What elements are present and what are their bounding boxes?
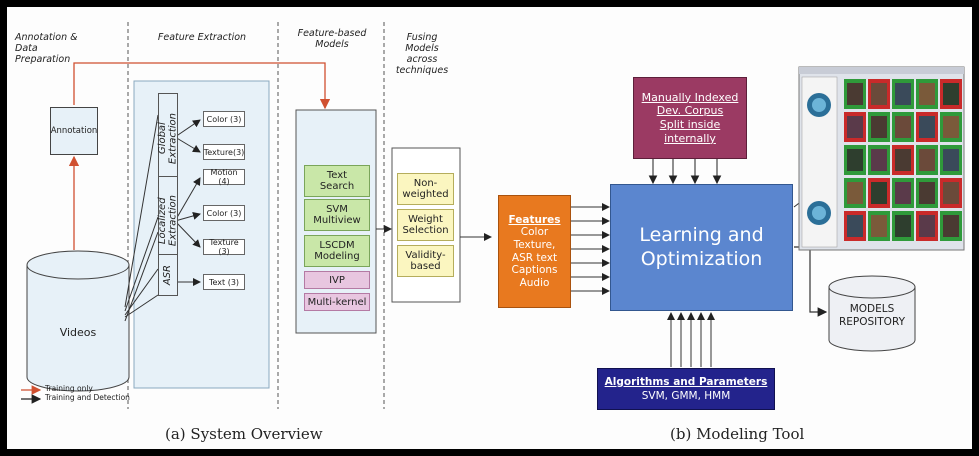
feature-color: Color [520, 226, 549, 239]
learning-optimization-label: Learning and Optimization [639, 223, 764, 270]
asr-box: ASR [158, 254, 178, 296]
corpus-box: Manually Indexed Dev. Corpus Split insid… [633, 77, 747, 159]
diagram-canvas: Annotation & Data Preparation Feature Ex… [7, 7, 972, 449]
model-ivp: IVP [304, 271, 370, 289]
thumbnail-image [871, 83, 887, 105]
thumbnail-image [943, 215, 959, 237]
diagram-graphics [21, 22, 965, 409]
localized-extraction-label: Localized Extraction [156, 195, 179, 247]
thumbnail-image [895, 83, 911, 105]
thumbnail-image [943, 149, 959, 171]
corpus-line-1: Manually Indexed [641, 90, 739, 104]
legend-training-only: Training only [45, 384, 93, 393]
model-lscdm: LSCDM Modeling [304, 235, 370, 267]
asr-label: ASR [161, 264, 173, 286]
thumbnail-image [847, 215, 863, 237]
header-feature-models: Feature-based Models [297, 28, 367, 50]
learning-optimization-box: Learning and Optimization [610, 184, 793, 311]
corpus-line-2: Dev. Corpus [656, 104, 724, 118]
thumbnail-image [919, 116, 935, 138]
feature-asr-text: Text (3) [203, 274, 245, 290]
thumbnail-image [919, 83, 935, 105]
thumbnail-image [919, 149, 935, 171]
annotation-up-line [73, 62, 331, 110]
feature-localized-color: Color (3) [203, 205, 245, 221]
fusion-non-weighted: Non- weighted [397, 173, 454, 205]
thumbnail-image [871, 182, 887, 204]
thumbnail-image [895, 182, 911, 204]
model-svm-multiview: SVM Multiview [304, 199, 370, 231]
thumbnail-image [871, 116, 887, 138]
thumbnail-image [895, 215, 911, 237]
header-feature-extraction: Feature Extraction [157, 32, 247, 43]
thumbnail-image [919, 182, 935, 204]
videos-cylinder [26, 250, 130, 392]
corpus-line-3: Split inside internally [659, 118, 721, 145]
thumbnail-image [895, 116, 911, 138]
videos-label: Videos [59, 325, 97, 339]
models-repository-label: MODELS REPOSITORY [838, 303, 905, 328]
feature-captions: Captions [511, 264, 558, 277]
tool-screenshot-thumbnail [798, 66, 965, 251]
legend-training-detection: Training and Detection [45, 393, 130, 402]
feature-global-color: Color (3) [203, 111, 245, 127]
feature-texture: Texture, [513, 238, 556, 251]
feature-asr-text: ASR text [511, 251, 558, 264]
thumbnail-image [847, 182, 863, 204]
thumbnail-image [847, 149, 863, 171]
localized-extraction-box: Localized Extraction [156, 176, 179, 266]
model-text-search: Text Search [304, 165, 370, 197]
caption-system-overview: (a) System Overview [165, 425, 323, 443]
thumbnail-image [847, 83, 863, 105]
annotation-box: Annotation [50, 107, 98, 155]
feature-global-texture: Texture(3) [203, 144, 245, 160]
header-fusing: Fusing Models across techniques [395, 32, 449, 76]
global-extraction-label: Global Extraction [156, 113, 179, 165]
algorithms-title: Algorithms and Parameters [604, 375, 768, 388]
features-title: Features [508, 213, 561, 226]
thumbnail-image [847, 116, 863, 138]
feature-localized-motion: Motion (4) [203, 168, 245, 186]
thumbnail-image [943, 182, 959, 204]
fusion-validity-based: Validity- based [397, 245, 454, 277]
models-repository-cylinder [828, 275, 916, 352]
thumbnail-image [871, 149, 887, 171]
header-annotation-prep: Annotation & Data Preparation [15, 32, 78, 65]
thumbnail-image [919, 215, 935, 237]
thumbnail-image [871, 215, 887, 237]
feature-audio: Audio [519, 276, 550, 289]
model-multi-kernel: Multi-kernel [304, 293, 370, 311]
algorithms-box: Algorithms and Parameters SVM, GMM, HMM [597, 368, 775, 410]
thumbnail-image [943, 83, 959, 105]
features-box: Features Color Texture, ASR text Caption… [498, 195, 571, 308]
thumbnail-image [943, 116, 959, 138]
algorithms-list: SVM, GMM, HMM [641, 390, 731, 402]
thumbnail-image [895, 149, 911, 171]
extraction-panel [133, 80, 270, 389]
global-extraction-box: Global Extraction [156, 93, 179, 185]
fusion-weight-selection: Weight Selection [397, 209, 454, 241]
feature-localized-texture: Texture (3) [203, 238, 245, 256]
caption-modeling-tool: (b) Modeling Tool [670, 425, 805, 443]
